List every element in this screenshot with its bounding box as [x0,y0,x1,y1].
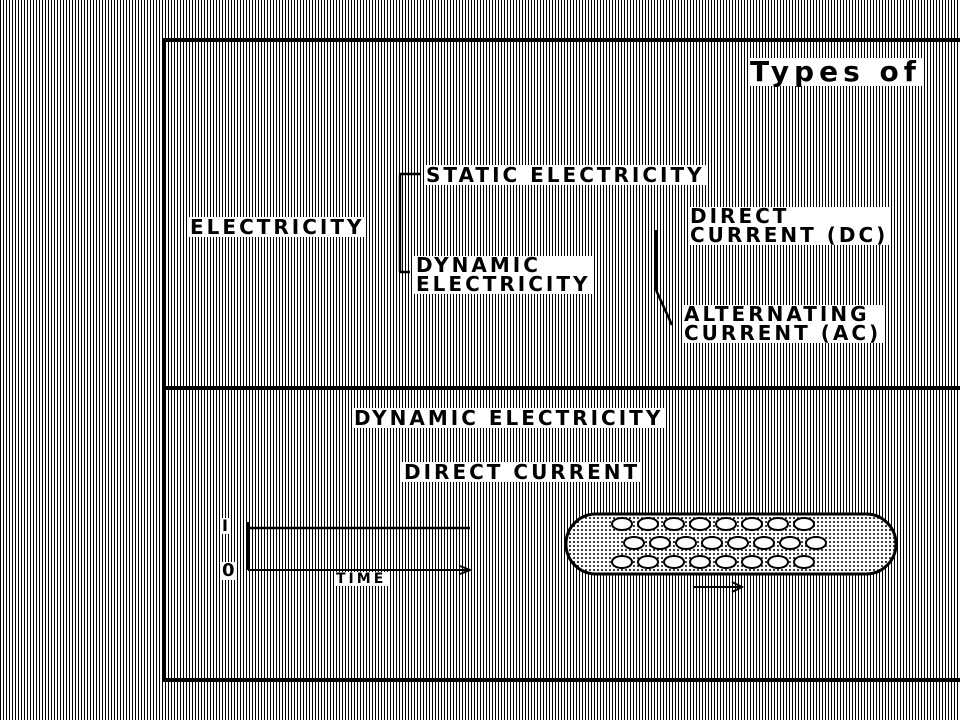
electron [611,555,633,569]
electron [689,517,711,531]
direct-current-label: DIRECT CURRENT (DC) [688,204,891,247]
frame-left-border [162,38,166,680]
electron [741,555,763,569]
alternating-current-line2: CURRENT (AC) [684,321,882,345]
section-divider [162,386,960,390]
electron [675,536,697,550]
alternating-current-label: ALTERNATING CURRENT (AC) [682,302,884,345]
electron [637,517,659,531]
electron [701,536,723,550]
electron [767,555,789,569]
electricity-root-label: ELECTRICITY [188,215,367,239]
electron [715,555,737,569]
ac-branch [654,289,674,326]
electron [727,536,749,550]
dynamic-electricity-line1: DYNAMIC [416,253,541,277]
electron [689,555,711,569]
frame-top-border [162,38,960,42]
dynamic-electricity-line2: ELECTRICITY [416,272,591,296]
dynamic-electricity-label: DYNAMIC ELECTRICITY [414,253,593,296]
direct-current-line2: CURRENT (DC) [690,223,889,247]
flow-arrow-head [731,581,745,593]
electron [611,517,633,531]
static-electricity-label: STATIC ELECTRICITY [424,163,707,187]
electron [741,517,763,531]
electron [793,555,815,569]
electron [753,536,775,550]
frame-bottom-border [162,678,960,682]
electron [715,517,737,531]
direct-current-heading: DIRECT CURRENT [402,460,643,484]
graph-x-arrow [459,565,473,575]
electron [649,536,671,550]
electron [623,536,645,550]
graph-origin-label: 0 [220,560,237,581]
electron [779,536,801,550]
electron [767,517,789,531]
graph-x-label: TIME [334,571,389,587]
direct-current-line1: DIRECT [690,204,790,228]
electron [663,555,685,569]
electron-group [611,517,827,569]
electron [637,555,659,569]
electron [805,536,827,550]
dynamic-electricity-heading: DYNAMIC ELECTRICITY [352,406,666,430]
slide-title: Types of [748,55,923,88]
alternating-current-line1: ALTERNATING [684,302,870,326]
electron [793,517,815,531]
electron [663,517,685,531]
graph-y-label: I [220,516,230,535]
